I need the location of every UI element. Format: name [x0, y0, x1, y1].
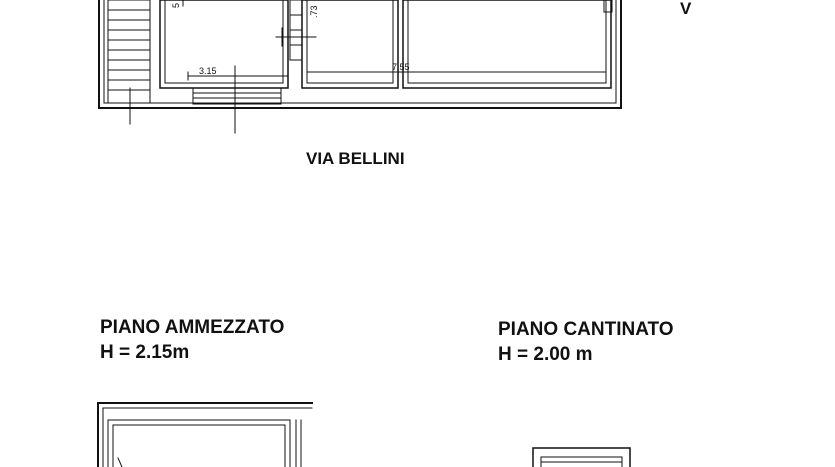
- dimension-label-1: 3.15: [199, 66, 217, 76]
- dimension-label-4: 5: [171, 2, 181, 8]
- dimension-label-2: 7.55: [392, 62, 410, 72]
- outer-wall: [98, 0, 622, 109]
- outer-wall-inner: [103, 0, 617, 104]
- mezzanine-room: [107, 419, 291, 467]
- mezzanine-outer-wall: [97, 402, 313, 467]
- window-right: [603, 0, 613, 13]
- basement-title: PIANO CANTINATO: [498, 319, 674, 340]
- room-3: [397, 0, 612, 89]
- mezzanine-inner-wall: [102, 407, 313, 467]
- mezzanine-title: PIANO AMMEZZATO: [100, 317, 285, 338]
- stair: [107, 0, 151, 104]
- street-label-bottom: VIA BELLINI: [306, 149, 405, 168]
- mezzanine-height: H = 2.15m: [100, 342, 190, 363]
- street-label-right: V: [680, 0, 692, 18]
- basement-height: H = 2.00 m: [498, 344, 593, 365]
- dimension-label-3: .73: [309, 5, 319, 18]
- room-1: [159, 0, 289, 89]
- mezzanine-plan: [97, 402, 313, 467]
- entrance-steps: [192, 87, 282, 105]
- basement-plan: [532, 447, 631, 467]
- ground-floor-plan: [98, 0, 622, 134]
- basement-outer-wall: [532, 447, 631, 467]
